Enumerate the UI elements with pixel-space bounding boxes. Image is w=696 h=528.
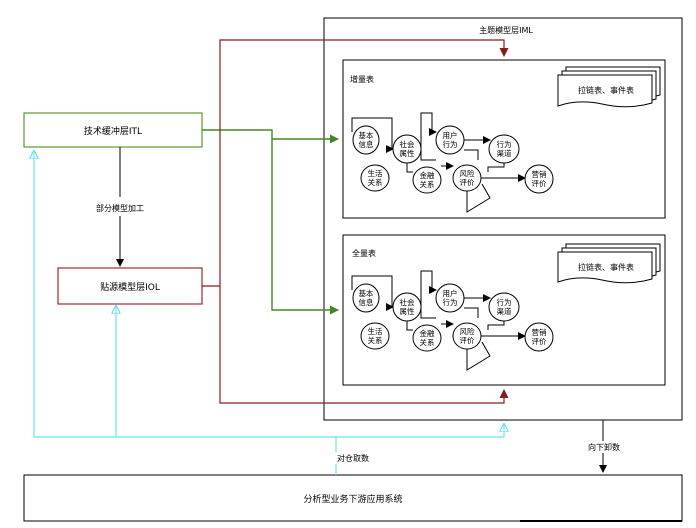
full-node-user[interactable] <box>435 283 465 313</box>
full-table-box <box>342 234 666 386</box>
incremental-node-marketing-label: 评价 <box>532 179 547 188</box>
full-edge <box>351 275 394 311</box>
full-edge <box>466 341 491 371</box>
full-node-basic[interactable] <box>352 283 380 313</box>
fetch-line-main <box>34 151 337 475</box>
itl-box[interactable] <box>23 112 203 148</box>
incremental-node-basic-label: 信息 <box>359 139 374 149</box>
incremental-node-user[interactable] <box>435 125 465 155</box>
full-node-channel[interactable] <box>488 292 520 322</box>
full-node-risk-label: 风险 <box>460 326 475 336</box>
full-node-life-label: 生活 <box>368 326 383 336</box>
full-node-risk-label: 评价 <box>460 336 475 345</box>
incremental-node-social[interactable] <box>392 134 422 164</box>
incremental-node-life[interactable] <box>360 164 390 192</box>
full-node-marketing-label: 评价 <box>532 337 547 346</box>
incremental-edge <box>351 117 394 153</box>
incremental-node-channel-label: 行为 <box>497 139 512 149</box>
incremental-edge <box>420 149 436 161</box>
incremental-node-social-label: 属性 <box>400 148 415 158</box>
incremental-node-finance-label: 金融 <box>420 170 435 180</box>
incremental-node-life-label: 关系 <box>368 177 383 187</box>
iol-box[interactable] <box>57 267 203 305</box>
incremental-table-title: 增量表 <box>350 74 374 84</box>
incremental-node-marketing[interactable] <box>524 164 554 194</box>
app-system-label: 分析型业务下游应用系统 <box>303 493 402 505</box>
itl-label: 技术缓冲层ITL <box>84 125 142 137</box>
full-doc-stack: 拉链表、事件表 <box>557 243 661 284</box>
iol-to-iml-red-bottom <box>219 286 509 404</box>
incremental-node-finance[interactable] <box>412 166 442 194</box>
incremental-edge <box>464 149 479 160</box>
incremental-node-user-label: 行为 <box>443 139 458 149</box>
incremental-graph: 基本信息社会属性用户行为行为渠道生活关系金融关系风险评价营销评价 <box>351 112 554 213</box>
full-node-user-label: 用户 <box>443 288 458 298</box>
full-node-life[interactable] <box>360 322 390 350</box>
iml-title: 主题模型层IML <box>479 25 533 35</box>
incremental-node-marketing-label: 营销 <box>532 169 547 179</box>
full-node-social-label: 属性 <box>400 306 415 316</box>
incremental-edge <box>466 183 491 213</box>
full-node-finance-label: 关系 <box>420 337 435 347</box>
unload-label: 向下卸数 <box>588 442 620 452</box>
full-node-channel-label: 行为 <box>497 297 512 307</box>
full-doc-label: 拉链表、事件表 <box>578 262 634 272</box>
incremental-edge <box>487 163 505 172</box>
full-node-marketing-label: 营销 <box>532 327 547 337</box>
incremental-edge <box>406 163 413 173</box>
iml-container <box>323 17 683 421</box>
incremental-doc-label: 拉链表、事件表 <box>578 85 634 95</box>
full-edge <box>420 270 437 307</box>
incremental-node-channel-label: 渠道 <box>497 148 512 158</box>
full-edge <box>464 307 479 318</box>
incremental-node-risk-label: 风险 <box>460 168 475 178</box>
incremental-node-risk[interactable] <box>452 164 482 192</box>
app-system-box[interactable] <box>23 474 683 522</box>
full-node-user-label: 行为 <box>443 297 458 307</box>
full-edge <box>406 321 413 331</box>
incremental-node-basic-label: 基本 <box>359 130 374 140</box>
full-edge <box>420 307 436 319</box>
fetch-line-iml <box>336 424 504 438</box>
full-node-finance[interactable] <box>412 324 442 352</box>
incremental-node-basic[interactable] <box>352 125 380 155</box>
full-table-title: 全量表 <box>352 248 376 258</box>
incremental-doc-stack: 拉链表、事件表 <box>557 66 661 108</box>
full-node-social-label: 社会 <box>400 297 415 307</box>
incremental-table-box <box>342 59 666 219</box>
full-graph: 基本信息社会属性用户行为行为渠道生活关系金融关系风险评价营销评价 <box>351 270 554 371</box>
full-node-life-label: 关系 <box>368 335 383 345</box>
incremental-node-finance-label: 关系 <box>420 179 435 189</box>
incremental-node-social-label: 社会 <box>400 139 415 149</box>
full-node-risk[interactable] <box>452 322 482 350</box>
incremental-node-channel[interactable] <box>488 134 520 164</box>
itl-to-incremental-arrow <box>202 129 339 144</box>
partial-processing-label: 部分模型加工 <box>96 203 144 213</box>
iol-label: 贴源模型层IOL <box>100 281 160 293</box>
full-node-social[interactable] <box>392 292 422 322</box>
incremental-node-life-label: 生活 <box>368 168 383 178</box>
iol-to-iml-red-line <box>202 39 509 287</box>
full-node-basic-label: 基本 <box>359 288 374 298</box>
itl-to-full-arrow <box>271 139 339 315</box>
full-edge <box>487 321 505 330</box>
fetch-label: 对仓取数 <box>337 453 369 463</box>
incremental-node-user-label: 用户 <box>443 130 458 140</box>
full-node-finance-label: 金融 <box>420 328 435 338</box>
incremental-node-risk-label: 评价 <box>460 178 475 187</box>
incremental-edge <box>420 112 437 149</box>
full-node-marketing[interactable] <box>524 322 554 352</box>
full-node-channel-label: 渠道 <box>497 306 512 316</box>
full-node-basic-label: 信息 <box>359 297 374 307</box>
